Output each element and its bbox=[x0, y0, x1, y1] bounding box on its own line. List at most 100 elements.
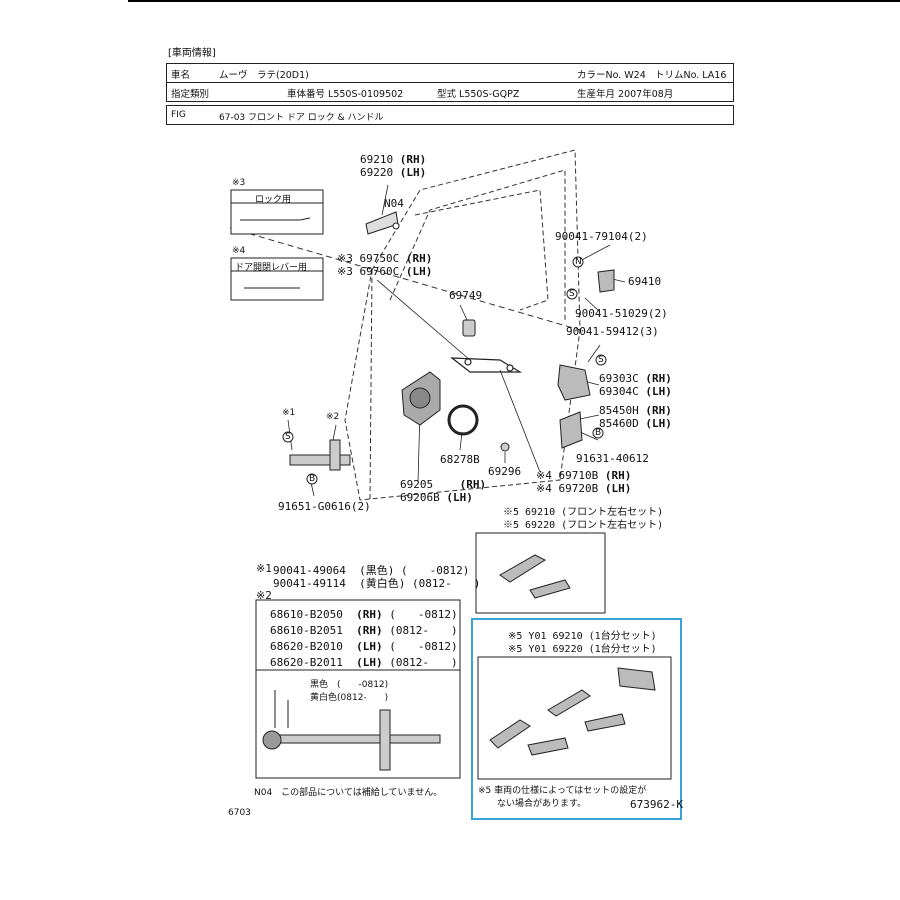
callout-85460d-number: 85460D bbox=[599, 417, 639, 430]
callout-69205-number: 69205 bbox=[400, 478, 434, 491]
symbol-s-2: S bbox=[569, 289, 575, 299]
door-check-sketch bbox=[289, 439, 351, 471]
set-handles-sketch bbox=[499, 554, 571, 599]
ref2-row-1: 68610-B2050 (RH) ( -0812) bbox=[270, 606, 458, 622]
ref2-row-2-side: (RH) bbox=[356, 624, 383, 637]
callout-69206b-number: 69206B bbox=[400, 491, 440, 504]
callout-85460d-side: (LH) bbox=[645, 417, 672, 430]
car-name-label: 車名 bbox=[171, 70, 191, 81]
mark-2: ※2 bbox=[326, 412, 340, 422]
callout-69750c-side: (RH) bbox=[405, 252, 433, 265]
inset-lock-mark: ※3 bbox=[232, 178, 246, 188]
callout-91651-g0616: 91651-G0616(2) bbox=[278, 500, 371, 513]
ref1-row-2: 90041-49114 (黄白色) (0812- ) bbox=[273, 575, 480, 591]
ref1-row-1: 90041-49064 (黒色) ( -0812) bbox=[273, 562, 469, 578]
callout-69210: 69210 (RH) bbox=[360, 153, 426, 166]
ref1-mark: ※1 bbox=[256, 562, 272, 575]
callout-69750c: ※3 69750C (RH) bbox=[337, 252, 432, 265]
ref1-row-1-desc: (黒色) bbox=[359, 564, 395, 577]
vehicle-info-row-2: 指定類別 車体番号 L550S-0109502 型式 L550S-GQPZ 生産… bbox=[167, 83, 733, 101]
callout-90041-59412: 90041-59412(3) bbox=[566, 325, 659, 338]
callout-69710b: ※4 69710B (RH) bbox=[536, 469, 631, 482]
actuator-85450h-sketch bbox=[559, 411, 583, 449]
ref2-row-4-pn: 68620-B2011 bbox=[270, 656, 343, 669]
ref2-row-2-pn: 68610-B2051 bbox=[270, 624, 343, 637]
ref2-row-1-pn: 68610-B2050 bbox=[270, 608, 343, 621]
fig-row: FIG 67-03 フロント ドア ロック & ハンドル bbox=[166, 105, 734, 125]
callout-69205: 69205 (RH) bbox=[400, 478, 486, 491]
ref1-row-2-range: (0812- ) bbox=[411, 577, 481, 590]
ref2-row-4: 68620-B2011 (LH) (0812- ) bbox=[270, 654, 458, 670]
oneset-handles-sketch bbox=[489, 667, 656, 756]
callout-69710b-number: ※4 69710B bbox=[536, 469, 599, 482]
top-border-line bbox=[128, 0, 900, 2]
callout-69749: 69749 bbox=[449, 289, 483, 302]
door-check-detail-sketch bbox=[262, 690, 441, 771]
callout-85450h-side: (RH) bbox=[645, 404, 672, 417]
callout-69303c-number: 69303C bbox=[599, 372, 639, 385]
callout-90041-51029: 90041-51029(2) bbox=[575, 307, 668, 320]
ref2-row-3-side: (LH) bbox=[356, 640, 383, 653]
symbol-b-2: B bbox=[595, 428, 602, 438]
ref2-color-yellow: 黄白色(0812- ) bbox=[310, 693, 389, 703]
door-frame-outline bbox=[229, 149, 581, 501]
oneset-note-1: ※5 車両の仕様によってはセットの設定が bbox=[478, 786, 647, 796]
model-value: 型式 L550S-GQPZ bbox=[437, 89, 520, 100]
callout-69710b-side: (RH) bbox=[604, 469, 632, 482]
callout-69720b: ※4 69720B (LH) bbox=[536, 482, 631, 495]
ref1-row-1-pn: 90041-49064 bbox=[273, 564, 346, 577]
car-name-value: ムーヴ ラテ(20D1) bbox=[219, 70, 309, 81]
set-line-2: ※5 69220 (フロント左右セット) bbox=[503, 520, 664, 531]
clip-69296-sketch bbox=[500, 442, 510, 452]
ref1-row-1-range: ( -0812) bbox=[400, 564, 470, 577]
callout-69750c-number: ※3 69750C bbox=[337, 252, 400, 265]
symbol-circles bbox=[282, 256, 607, 485]
callout-69760c: ※3 69760C (LH) bbox=[337, 265, 432, 278]
symbol-s-1: S bbox=[285, 432, 291, 442]
ref2-row-1-side: (RH) bbox=[356, 608, 383, 621]
set-line-1: ※5 69210 (フロント左右セット) bbox=[503, 507, 664, 518]
callout-85450h: 85450H (RH) bbox=[599, 404, 672, 417]
ref1-row-2-pn: 90041-49114 bbox=[273, 577, 346, 590]
callout-69410: 69410 bbox=[628, 275, 662, 288]
ref2-row-4-range: (0812- ) bbox=[389, 656, 458, 669]
callout-69296: 69296 bbox=[488, 465, 522, 478]
part-69749-sketch bbox=[462, 319, 476, 337]
callout-69205-side: (RH) bbox=[459, 478, 487, 491]
callout-69720b-side: (LH) bbox=[604, 482, 632, 495]
inset-lever-box bbox=[230, 257, 324, 301]
ref2-mark: ※2 bbox=[256, 589, 272, 602]
inset-lock-rod-sketch bbox=[240, 217, 311, 221]
ref1-row-2-desc: (黄白色) bbox=[359, 577, 406, 590]
designation-label: 指定類別 bbox=[171, 89, 210, 100]
inset-lock-title: ロック用 bbox=[255, 195, 292, 205]
ref2-row-3: 68620-B2010 (LH) ( -0812) bbox=[270, 638, 458, 654]
production-value: 生産年月 2007年08月 bbox=[577, 89, 674, 100]
ref2-row-1-range: ( -0812) bbox=[389, 608, 458, 621]
mark-1: ※1 bbox=[282, 408, 296, 418]
callout-69210-side: (RH) bbox=[399, 153, 427, 166]
color-value: カラーNo. W24 bbox=[577, 70, 646, 81]
vehicle-info-row-1: 車名 ムーヴ ラテ(20D1) カラーNo. W24 トリムNo. LA16 bbox=[167, 64, 733, 83]
fig-label: FIG bbox=[171, 110, 186, 120]
callout-69220-number: 69220 bbox=[360, 166, 394, 179]
ref2-row-2-range: (0812- ) bbox=[389, 624, 458, 637]
oneset-note-2: ない場合があります。 bbox=[497, 799, 587, 809]
inside-handle-sketch bbox=[401, 371, 441, 426]
callout-68278b: 68278B bbox=[440, 453, 480, 466]
ref2-row-3-pn: 68620-B2010 bbox=[270, 640, 343, 653]
callout-69206b-side: (LH) bbox=[446, 491, 473, 504]
callout-69304c: 69304C (LH) bbox=[599, 385, 672, 398]
striker-69410-sketch bbox=[597, 269, 615, 293]
callout-69303c-side: (RH) bbox=[645, 372, 672, 385]
ref2-box bbox=[255, 599, 461, 779]
symbol-n-1: N bbox=[575, 257, 582, 267]
callout-69303c: 69303C (RH) bbox=[599, 372, 672, 385]
trim-value: トリムNo. LA16 bbox=[655, 70, 727, 81]
callout-69720b-number: ※4 69720B bbox=[536, 482, 599, 495]
ref2-color-black: 黒色 ( -0812) bbox=[310, 680, 389, 690]
callout-69760c-number: ※3 69760C bbox=[337, 265, 400, 278]
page-code: 6703 bbox=[228, 808, 251, 818]
callout-n04: N04 bbox=[384, 197, 404, 210]
